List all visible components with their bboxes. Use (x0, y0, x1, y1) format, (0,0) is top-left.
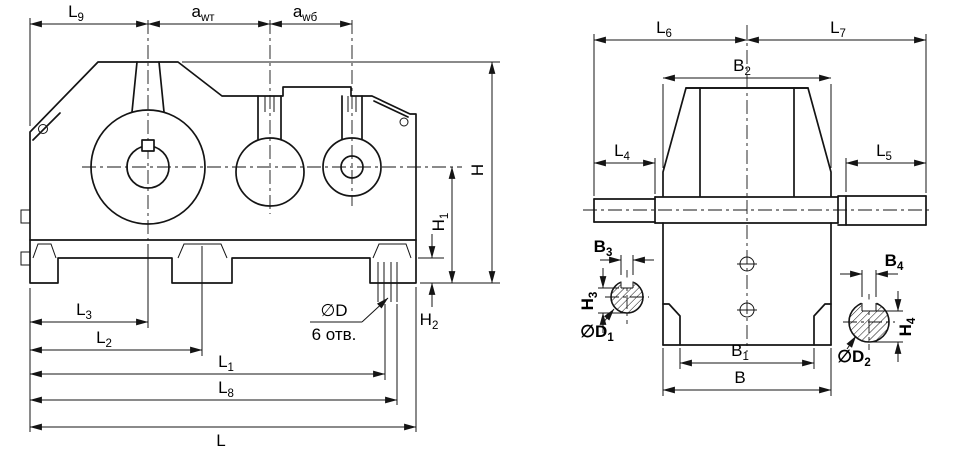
lifting-hole-right (399, 117, 409, 127)
intermediate-shaft-circle (235, 137, 305, 207)
dim-aw-t: awт (147, 2, 271, 28)
dim-label-D2: ∅D2 (837, 347, 871, 369)
side-centerlines (82, 20, 462, 240)
dim-B: B (662, 348, 832, 396)
dim-label-H2: H2 (420, 310, 439, 332)
input-shaft-end (593, 198, 656, 223)
dim-label-L1: L1 (218, 352, 234, 374)
front-foot-right (813, 303, 832, 346)
front-housing (593, 87, 927, 346)
dim-B2: B2 (662, 56, 832, 168)
dim-label-L: L (216, 431, 225, 450)
dim-B3: B3 (594, 237, 654, 275)
oil-drain-plug (20, 251, 31, 266)
dim-H4: H4 (869, 291, 918, 362)
dim-label-L7: L7 (830, 18, 846, 40)
dim-L7: L7 (746, 18, 927, 44)
front-foot-left (662, 303, 681, 346)
dim-D1: ∅D1 (580, 308, 615, 344)
dim-L: L (29, 423, 417, 450)
holes-count-note: 6 отв. (312, 325, 357, 344)
dim-label-L8: L8 (218, 378, 234, 400)
dim-label-H4: H4 (896, 317, 918, 336)
dim-label-H: H (468, 164, 487, 176)
lifting-hole-left (38, 124, 48, 134)
dim-label-aw-b: awб (293, 2, 318, 24)
side-housing (20, 61, 417, 302)
dim-label-H3: H3 (578, 292, 600, 311)
dim-L4: L4 (593, 141, 656, 194)
output-shaft-section: B4 H4 ∅D2 (837, 251, 918, 369)
dim-label-H1: H1 (429, 213, 451, 232)
dim-label-B3: B3 (594, 237, 613, 259)
side-housing-outline (29, 61, 417, 284)
dim-L1: L1 (29, 352, 386, 378)
foot-pad-middle (177, 243, 228, 259)
dim-label-D: ∅D (320, 301, 347, 320)
fast-shaft-boss-circle (322, 137, 382, 197)
dim-D-holes: ∅D 6 отв. (310, 297, 389, 344)
dim-H1: H1 (429, 166, 456, 284)
dim-label-L2: L2 (96, 328, 112, 350)
dim-L8: L8 (29, 378, 398, 404)
dim-label-L4: L4 (614, 141, 630, 163)
dim-label-B2: B2 (733, 56, 751, 78)
dim-L6: L6 (593, 18, 748, 44)
dim-label-B1: B1 (731, 341, 749, 363)
dim-B4: B4 (840, 251, 904, 297)
dim-label-aw-t: awт (191, 2, 215, 24)
dim-label-L9: L9 (68, 2, 84, 24)
dim-B1: B1 (679, 341, 815, 369)
front-dimensions: L6 L7 B2 L4 L5 (593, 18, 927, 396)
foot-pad-left (32, 243, 57, 259)
dim-label-L5: L5 (876, 141, 892, 163)
fast-shaft-bore-circle (340, 155, 364, 179)
dim-L3: L3 (29, 300, 149, 326)
side-dimensions: L9 awт awб H H1 (29, 2, 500, 450)
front-view: L6 L7 B2 L4 L5 (578, 18, 932, 396)
dim-L5: L5 (845, 141, 927, 192)
oil-level-plug (20, 209, 31, 224)
dim-H: H (468, 61, 496, 284)
dim-label-B: B (734, 368, 745, 387)
dim-label-L3: L3 (76, 300, 92, 322)
dim-H2: H2 (418, 234, 444, 332)
output-shaft-end (837, 195, 927, 226)
slow-shaft-boss-circle (90, 109, 206, 225)
dim-L9: L9 (29, 2, 149, 28)
dim-D2: ∅D2 (837, 335, 871, 369)
foot-pad-right (372, 243, 412, 259)
side-view: L9 awт awб H H1 (20, 2, 500, 450)
dim-L2: L2 (29, 328, 203, 354)
input-shaft-section: B3 H3 ∅D1 (578, 237, 654, 344)
keyway-mark (141, 139, 155, 152)
dim-label-B4: B4 (885, 251, 904, 273)
dim-aw-b: awб (269, 2, 353, 28)
dim-label-D1: ∅D1 (580, 322, 614, 344)
foundation-bolt-holes (377, 262, 398, 302)
dim-label-L6: L6 (656, 18, 672, 40)
